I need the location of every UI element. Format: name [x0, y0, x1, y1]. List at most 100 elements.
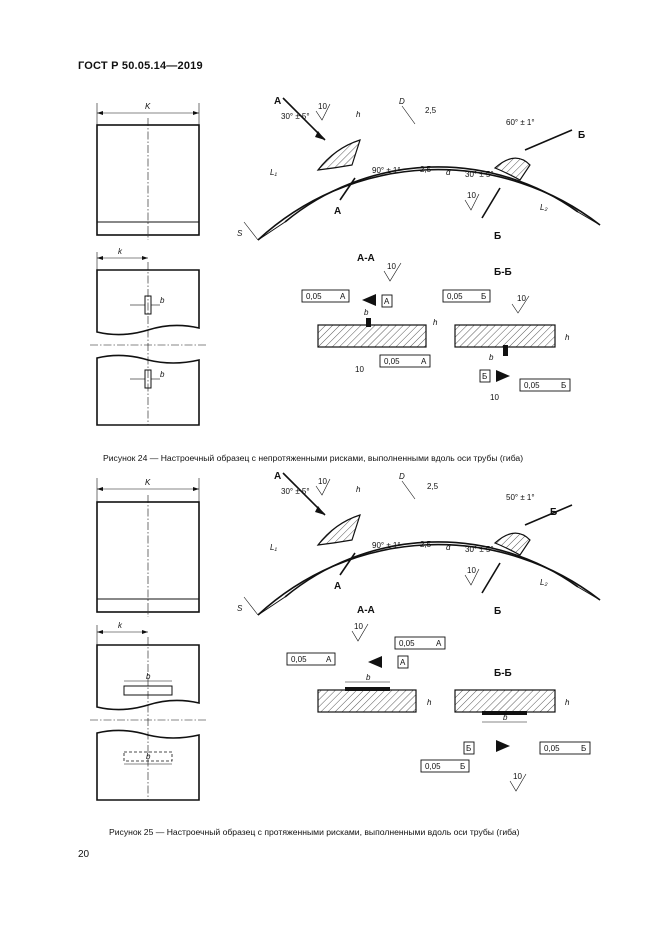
fig25-section-arrow-B-bottom: Б	[494, 606, 501, 617]
fig24-bb-h: h	[565, 333, 570, 342]
fig25-roughness-2: 10	[467, 566, 476, 575]
fig24-plan-view: K	[96, 102, 200, 240]
page-number: 20	[78, 849, 90, 860]
fig25-plan-view: K	[96, 478, 200, 617]
fig24-dim-S: S	[237, 229, 243, 238]
fig24-roughness-25b: 2,5	[420, 165, 432, 174]
fig24-angle-2: 90° ± 1°	[372, 166, 401, 175]
fig24-bend-view: A A Б Б 30° ± 5° 10 h D 2,5 90° ± 1° 2,5…	[237, 96, 601, 242]
fig25-bb-datum-2: Б	[460, 762, 465, 771]
fig24-bb-b: b	[489, 353, 494, 362]
fig25-aa-datum-box: А	[400, 658, 406, 667]
fig24-aa-roughness-2: 10	[355, 365, 364, 374]
fig25-sample-lower: b	[96, 729, 200, 801]
fig24-aa-datum-box: А	[384, 297, 390, 306]
fig25-bb-b: b	[503, 713, 508, 722]
fig24-section-arrow-B-top: Б	[578, 130, 585, 141]
fig25-section-aa-title: А-А	[357, 605, 375, 616]
fig25-roughness-25a: 2,5	[427, 482, 439, 491]
fig24-angle-1: 30° ± 5°	[281, 112, 310, 121]
fig24-dim-L1: L₁	[270, 168, 277, 177]
fig25-aa-h: h	[427, 698, 432, 707]
fig24-roughness-1: 10	[318, 102, 327, 111]
figure-24-drawing: K k b b	[90, 96, 601, 426]
fig25-section-arrow-B-top: Б	[550, 507, 557, 518]
fig25-aa-tol-1: 0,05	[399, 639, 415, 648]
fig24-aa-datum-1: А	[340, 292, 346, 301]
fig24-roughness-25a: 2,5	[425, 106, 437, 115]
fig24-dim-K: K	[145, 102, 151, 111]
fig25-dim-L2: L₂	[540, 578, 548, 587]
fig24-aa-b: b	[364, 308, 369, 317]
fig24-bb-datum-box: Б	[482, 372, 487, 381]
fig24-bb-tol-2: 0,05	[524, 381, 540, 390]
fig25-dim-K: K	[145, 478, 151, 487]
fig24-angle-3: 60° ± 1°	[506, 118, 535, 127]
fig25-dim-L1: L₁	[270, 543, 277, 552]
fig24-section-aa-title: А-А	[357, 253, 375, 264]
fig25-sample-upper: k b	[90, 621, 206, 800]
fig24-bb-roughness-2: 10	[490, 393, 499, 402]
fig25-aa-b: b	[366, 673, 371, 682]
fig25-dim-b-upper: b	[146, 672, 151, 681]
fig24-section-arrow-B-bottom: Б	[494, 231, 501, 242]
fig25-section-aa: А-А 10 0,05 А 0,05 А А b h	[286, 605, 446, 713]
fig24-bb-datum-2: Б	[561, 381, 566, 390]
figure-25-caption: Рисунок 25 — Настроечный образец с протя…	[109, 827, 520, 837]
fig24-bb-tol-1: 0,05	[447, 292, 463, 301]
fig25-bb-tol-2: 0,05	[425, 762, 441, 771]
fig25-section-bb-title: Б-Б	[494, 668, 512, 679]
figure-24-caption: Рисунок 24 — Настроечный образец с непро…	[103, 453, 524, 463]
fig25-aa-datum-1: А	[436, 639, 442, 648]
document-header: ГОСТ Р 50.05.14—2019	[78, 60, 203, 72]
fig24-sample-upper: k b	[90, 247, 206, 425]
fig25-aa-datum-2: А	[326, 655, 332, 664]
fig24-sample-lower: b	[96, 354, 200, 426]
fig25-dim-D: D	[399, 472, 405, 481]
fig25-bend-view: A A Б Б 30° ± 5° 10 h D 2,5 90° ± 1° 2,5…	[237, 471, 601, 617]
fig25-angle-1: 30° ± 5°	[281, 487, 310, 496]
fig24-aa-datum-2: А	[421, 357, 427, 366]
fig25-bb-h: h	[565, 698, 570, 707]
fig24-angle-4: 30° ± 5°	[465, 170, 494, 179]
fig25-section-arrow-A-top: A	[274, 471, 281, 482]
fig24-dim-L2: L₂	[540, 203, 548, 212]
fig25-dim-d: d	[446, 543, 451, 552]
fig25-angle-2: 90° ± 1°	[372, 541, 401, 550]
fig25-dim-b-lower: b	[146, 752, 151, 761]
fig25-dim-h: h	[356, 485, 361, 494]
fig25-bb-roughness: 10	[513, 772, 522, 781]
fig25-section-arrow-A-bottom: A	[334, 581, 341, 592]
fig25-bb-datum-box: Б	[466, 744, 471, 753]
figure-25-drawing: K k b b	[90, 471, 601, 801]
fig25-roughness-1: 10	[318, 477, 327, 486]
fig25-dim-k: k	[118, 621, 123, 630]
fig24-bb-datum-1: Б	[481, 292, 486, 301]
fig25-aa-roughness: 10	[354, 622, 363, 631]
fig25-roughness-25b: 2,5	[420, 540, 432, 549]
fig24-dim-h: h	[356, 110, 361, 119]
fig24-dim-D: D	[399, 97, 405, 106]
fig24-dim-d: d	[446, 168, 451, 177]
fig24-section-bb-title: Б-Б	[494, 267, 512, 278]
fig24-aa-roughness: 10	[387, 262, 396, 271]
fig24-section-arrow-A-bottom: A	[334, 206, 341, 217]
fig25-dim-S: S	[237, 604, 243, 613]
fig25-angle-4: 30° ± 5°	[465, 545, 494, 554]
fig24-aa-tol-1: 0,05	[306, 292, 322, 301]
fig24-aa-tol-2: 0,05	[384, 357, 400, 366]
fig24-aa-h: h	[433, 318, 438, 327]
fig25-section-bb: Б-Б b h Б 0,05 Б 0,05 Б 10	[420, 668, 591, 792]
fig24-section-arrow-A-top: A	[274, 96, 281, 107]
fig24-section-bb: Б-Б 0,05 Б 10 b h Б 0,05 Б 10	[442, 267, 571, 402]
fig24-bb-roughness: 10	[517, 294, 526, 303]
fig24-dim-b-lower: b	[160, 370, 165, 379]
fig25-aa-tol-2: 0,05	[291, 655, 307, 664]
fig24-dim-b-upper: b	[160, 296, 165, 305]
fig24-roughness-2: 10	[467, 191, 476, 200]
fig24-section-aa: А-А 10 0,05 А А b h 0,05 А 10	[301, 253, 438, 374]
fig24-dim-k: k	[118, 247, 123, 256]
fig25-bb-tol-1: 0,05	[544, 744, 560, 753]
fig25-angle-3: 50° ± 1°	[506, 493, 535, 502]
